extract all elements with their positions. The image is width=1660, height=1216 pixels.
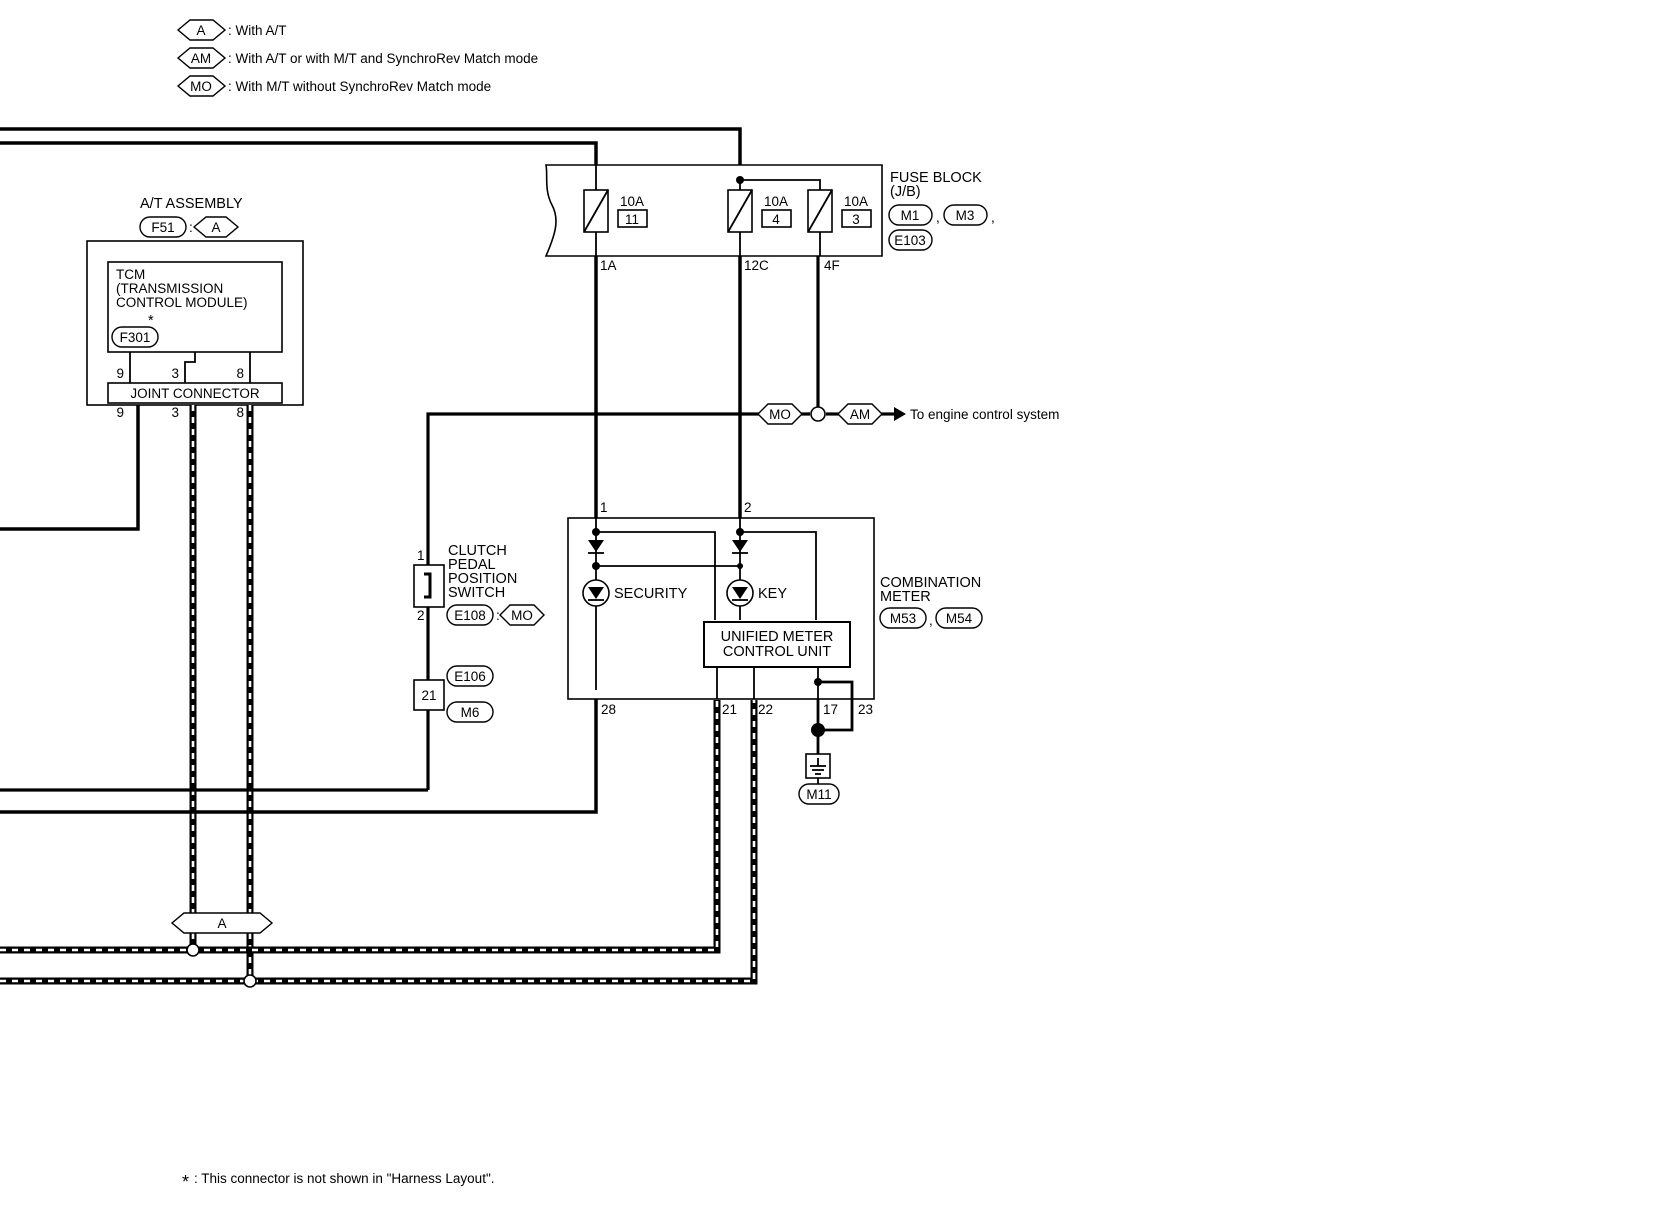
meter-pin-21: 21 bbox=[722, 702, 737, 717]
meter-pin-22: 22 bbox=[758, 702, 773, 717]
pin-top-9: 9 bbox=[116, 366, 124, 381]
legend-am-code: AM bbox=[191, 51, 211, 66]
unit-line1: UNIFIED METER bbox=[721, 629, 834, 645]
pin-top-3: 3 bbox=[171, 366, 179, 381]
joint-connector-label: JOINT CONNECTOR bbox=[130, 386, 260, 401]
meter-pin-28: 28 bbox=[601, 702, 616, 717]
legend-a: A : With A/T bbox=[176, 19, 287, 41]
joint-21-connector-top: E106 bbox=[454, 669, 486, 684]
joint-21-connector-bottom: M6 bbox=[461, 705, 480, 720]
legend-am: AM : With A/T or with M/T and SynchroRev… bbox=[176, 47, 538, 69]
connector-e103: E103 bbox=[894, 233, 926, 248]
legend-mo-text: : With M/T without SynchroRev Match mode bbox=[228, 79, 491, 94]
connector-m3: M3 bbox=[956, 208, 975, 223]
fuse-3-number: 3 bbox=[852, 212, 860, 227]
meter-title-2: METER bbox=[880, 589, 931, 605]
connector-sep-1: , bbox=[936, 210, 940, 225]
combination-meter: 1 2 SECURITY KEY UNIFIED bbox=[567, 500, 983, 732]
legend-mo-code: MO bbox=[190, 79, 212, 94]
pin-top-8: 8 bbox=[236, 366, 244, 381]
clutch-connector-colon: : bbox=[496, 608, 500, 623]
shielded-wires: A bbox=[0, 405, 758, 988]
ground-connector: M11 bbox=[806, 787, 831, 802]
legend-am-text: : With A/T or with M/T and SynchroRev Ma… bbox=[228, 51, 538, 66]
pin-bottom-9: 9 bbox=[116, 405, 124, 420]
fuse-block-connectors: M1 , M3 , E103 bbox=[888, 204, 995, 251]
meter-connector-m53: M53 bbox=[890, 611, 916, 626]
joint-21: 21 E106 M6 bbox=[413, 665, 494, 723]
terminal-12c: 12C bbox=[744, 258, 769, 273]
tcm-line2: (TRANSMISSION bbox=[116, 281, 223, 296]
fuse-11-rating: 10A bbox=[620, 194, 644, 209]
meter-pin-top-2: 2 bbox=[744, 500, 752, 515]
pin-bottom-8: 8 bbox=[236, 405, 244, 420]
ground: M11 bbox=[798, 699, 840, 805]
legend-a-text: : With A/T bbox=[228, 23, 287, 38]
security-led: SECURITY bbox=[582, 579, 688, 607]
fuse-block: 10A 11 10A 4 10A 3 1A 12C 4F FUSE BLOCK … bbox=[544, 164, 995, 273]
clutch-pin2: 2 bbox=[417, 608, 425, 623]
tcm-line1: TCM bbox=[116, 267, 145, 282]
engine-control-text: To engine control system bbox=[910, 407, 1059, 422]
terminal-1a: 1A bbox=[600, 258, 617, 273]
security-label: SECURITY bbox=[614, 586, 688, 602]
at-assembly: A/T ASSEMBLY F51 : A TCM (TRANSMISSION C… bbox=[86, 196, 304, 420]
engine-mo-code: MO bbox=[769, 407, 791, 422]
connector-sep-2: , bbox=[991, 210, 995, 225]
top-wires bbox=[0, 127, 742, 180]
clutch-line1: CLUTCH bbox=[448, 543, 507, 559]
connector-m1: M1 bbox=[901, 208, 920, 223]
clutch-line2: PEDAL bbox=[448, 557, 496, 573]
wire-28-left bbox=[0, 690, 598, 814]
tcm-star: * bbox=[148, 313, 154, 329]
clutch-line3: POSITION bbox=[448, 571, 517, 587]
key-led: KEY bbox=[726, 579, 787, 607]
meter-pin-23: 23 bbox=[858, 702, 873, 717]
fuse-4-number: 4 bbox=[772, 212, 780, 227]
at-connector-colon: : bbox=[189, 220, 193, 235]
fuse-11: 10A 11 bbox=[583, 165, 648, 256]
meter-connector-sep: , bbox=[929, 613, 933, 628]
legend-a-code: A bbox=[196, 23, 205, 38]
engine-am-code: AM bbox=[850, 407, 870, 422]
at-variant: A bbox=[211, 220, 220, 235]
fuse-3: 10A 3 bbox=[807, 189, 872, 256]
clutch-connector: E108 bbox=[454, 608, 486, 623]
bus-label-a: A bbox=[170, 912, 274, 934]
bus-a-code: A bbox=[217, 916, 226, 931]
fuse-11-number: 11 bbox=[625, 212, 639, 227]
footnote-star: * bbox=[182, 1172, 189, 1192]
fuse-4-rating: 10A bbox=[764, 194, 788, 209]
footnote: * : This connector is not shown in "Harn… bbox=[182, 1171, 495, 1192]
legend: A : With A/T AM : With A/T or with M/T a… bbox=[176, 19, 538, 97]
meter-title-1: COMBINATION bbox=[880, 575, 981, 591]
terminal-4f: 4F bbox=[824, 258, 840, 273]
pin-bottom-3: 3 bbox=[171, 405, 179, 420]
joint-21-number: 21 bbox=[421, 688, 436, 703]
footnote-text: : This connector is not shown in "Harnes… bbox=[194, 1171, 495, 1186]
clutch-switch: 1 2 CLUTCH PEDAL POSITION SWITCH E108 : … bbox=[413, 543, 545, 626]
at-assembly-title: A/T ASSEMBLY bbox=[140, 196, 243, 212]
fuse-block-subtitle: (J/B) bbox=[890, 184, 921, 200]
fuse-3-rating: 10A bbox=[844, 194, 868, 209]
legend-mo: MO : With M/T without SynchroRev Match m… bbox=[176, 75, 491, 97]
tcm-connector: F301 bbox=[120, 330, 151, 345]
fuse-4: 10A 4 bbox=[727, 189, 792, 256]
key-label: KEY bbox=[758, 586, 787, 602]
tcm-line3: CONTROL MODULE) bbox=[116, 295, 248, 310]
meter-connector-m54: M54 bbox=[946, 611, 973, 626]
meter-pin-top-1: 1 bbox=[600, 500, 608, 515]
meter-pin-17: 17 bbox=[823, 702, 838, 717]
engine-control-line: MO AM To engine control system bbox=[426, 256, 1059, 790]
at-connector-f51: F51 bbox=[151, 220, 174, 235]
clutch-line4: SWITCH bbox=[448, 585, 505, 601]
wire-pin9 bbox=[0, 405, 140, 531]
clutch-variant: MO bbox=[511, 608, 533, 623]
unit-line2: CONTROL UNIT bbox=[723, 644, 831, 660]
fuse-block-title: FUSE BLOCK bbox=[890, 170, 982, 186]
clutch-pin1: 1 bbox=[417, 548, 425, 563]
